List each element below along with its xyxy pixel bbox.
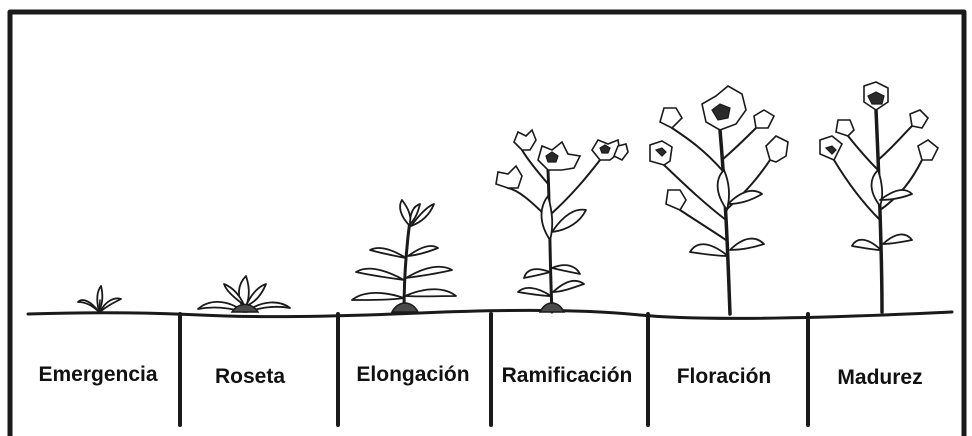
stage-label-floracion: Floración [677,365,772,388]
plant-floracion [650,86,788,314]
stage-label-madurez: Madurez [837,366,922,389]
plant-ramificacion [496,130,628,312]
plant-emergencia [78,286,121,312]
plant-elongacion [352,200,456,312]
plant-roseta [198,276,290,312]
stage-label-roseta: Roseta [215,365,285,388]
stage-label-emergencia: Emergencia [38,363,157,386]
plant-madurez [820,82,938,312]
stage-label-ramificacion: Ramificación [502,364,633,387]
stage-label-elongacion: Elongación [356,363,469,386]
